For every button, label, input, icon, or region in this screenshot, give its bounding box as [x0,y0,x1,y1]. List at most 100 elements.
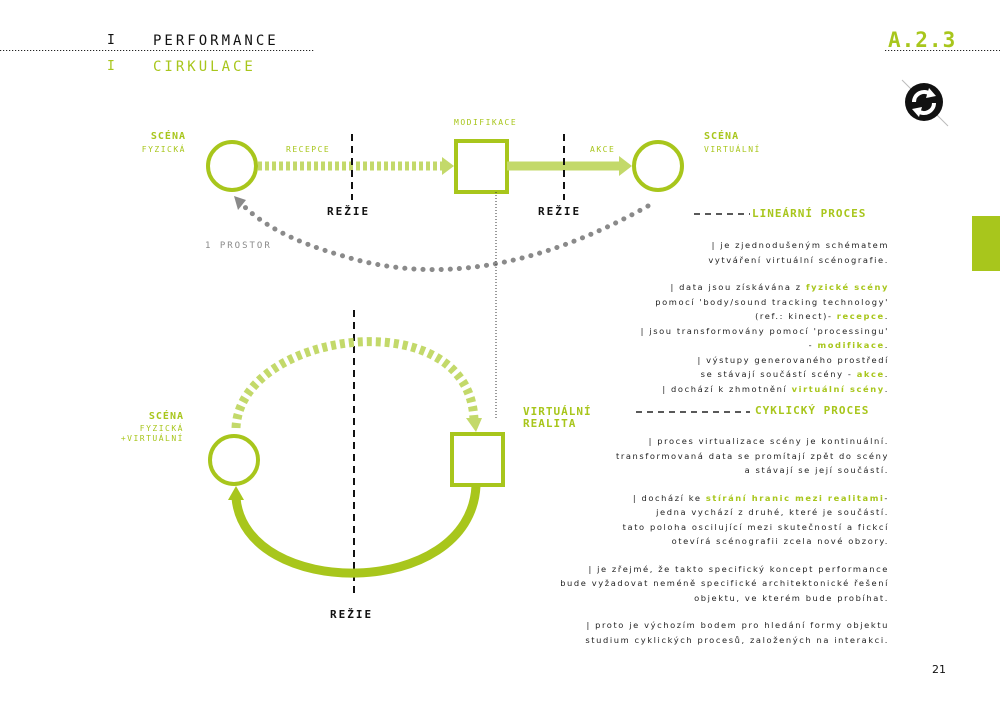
label-scena-bottom-line3: +VIRTUÁLNÍ [120,434,184,443]
label-scena-bottom-line2: FYZICKÁ [139,424,184,433]
label-scena-virtualni-line2: VIRTUÁLNÍ [704,145,761,154]
linear-text: pomocí 'body/sound tracking technology' [655,296,889,307]
linear-text: | data jsou získávána z [670,282,806,292]
cyclic-text: transformovaná data se promítají zpět do… [615,450,889,461]
cyclic-line: a stávají se její součástí. [469,463,889,478]
linear-highlight: recepce [836,311,885,321]
linear-text: se stávají součástí scény - [700,369,857,379]
cyclic-text: objektu, ve kterém bude probíhat. [694,592,889,603]
linear-text: . [884,383,889,394]
cyclic-text: | proto je výchozím bodem pro hledání fo… [586,620,889,630]
label-recepce: RECEPCE [286,145,331,154]
linear-text: . [884,311,889,321]
label-prostor: 1 PROSTOR [205,241,272,251]
section-title-cirkulace: CIRKULACE [153,59,256,75]
return-arc-head [234,196,246,210]
cyclic-text: | dochází ke [632,492,706,503]
node-modifikace [454,139,509,194]
cyclic-process-title: CYKLICKÝ PROCES [755,404,870,417]
linear-text: | dochází k zhmotnění [662,383,792,394]
label-akce: AKCE [590,145,616,154]
linear-line: | data jsou získávána z fyzické scény [529,280,889,295]
page-code: A.2.3 [888,28,957,52]
linear-line: - modifikace. [529,338,889,353]
section-title-performance: PERFORMANCE [153,33,279,49]
cyclic-line: | proces virtualizace scény je kontinuál… [469,434,889,449]
cyclic-process-text: | proces virtualizace scény je kontinuál… [469,434,889,647]
label-modifikace: MODIFIKACE [454,118,518,127]
cyclic-line: | proto je výchozím bodem pro hledání fo… [469,618,889,633]
node-scena-kombinovana [208,434,260,486]
node-virtualni-realita [450,432,505,487]
cyclic-text: otevírá scénografii zcela nové obzory. [671,536,889,546]
cyclic-paragraph: | dochází ke stírání hranic mezi realita… [469,491,889,549]
page-number: 21 [932,663,946,676]
cyclic-line: jedna vychází z druhé, které je součástí… [469,505,889,520]
recycle-icon [901,79,949,127]
linear-process-text: | je zjednodušeným schématem vytváření vi… [529,238,889,396]
cyclic-line: objektu, ve kterém bude probíhat. [469,591,889,606]
linear-text: | jsou transformovány pomocí 'processing… [640,325,889,336]
cyclic-line: bude vyžadovat neméně specifické archite… [469,576,889,591]
node-scena-virtualni [632,140,684,192]
cyclic-paragraph: | je zřejmé, že takto specifický koncept… [469,562,889,606]
linear-process-title: LINEÁRNÍ PROCES [752,207,867,220]
linear-paragraph: | je zjednodušeným schématem vytváření vi… [529,238,889,267]
linear-line: pomocí 'body/sound tracking technology' [529,295,889,310]
linear-line: vytváření virtuální scénografie. [529,253,889,268]
cycle-arc-top [231,337,479,429]
linear-line: (ref.: kinect)- recepce. [529,309,889,324]
cyclic-text: - [884,492,889,503]
node-scena-fyzicka [206,140,258,192]
cyclic-text: studium cyklických procesů, založených n… [585,634,889,645]
linear-line: | je zjednodušeným schématem [529,238,889,253]
linear-text: . [884,369,889,379]
label-scena-fyzicka-line1: SCÉNA [150,131,186,142]
linear-text: - [808,340,818,350]
cycle-arc-bottom-head [228,486,244,500]
arrow-recepce-head [442,157,454,175]
label-scena-bottom-line1: SCÉNA [148,411,184,422]
cyclic-text: tato poloha oscilující mezi skutečností … [622,521,889,532]
cyclic-line: | je zřejmé, že takto specifický koncept… [469,562,889,577]
linear-line: | jsou transformovány pomocí 'processing… [529,324,889,339]
label-scena-virtualni-line1: SCÉNA [704,131,740,142]
linear-text: | výstupy generovaného prostředí [697,354,889,365]
section-tab-marker [972,216,1000,271]
label-virtualni-realita-line2: REALITA [523,417,577,430]
cycle-arc-bottom [231,485,481,578]
cyclic-line: tato poloha oscilující mezi skutečností … [469,520,889,535]
cyclic-line: transformovaná data se promítají zpět do… [469,449,889,464]
label-scena-fyzicka: SCÉNA [132,131,186,142]
linear-text: vytváření virtuální scénografie. [708,254,889,265]
label-virtualni-realita-line1: VIRTUÁLNÍ [523,405,592,418]
cyclic-line: studium cyklických procesů, založených n… [469,633,889,648]
linear-highlight: modifikace [817,340,885,350]
header-mark-1: I [107,33,118,48]
label-scena-fyzicka-line2: FYZICKÁ [141,145,186,154]
cyclic-text: | proces virtualizace scény je kontinuál… [648,436,889,446]
cyclic-paragraph: | proces virtualizace scény je kontinuál… [469,434,889,478]
header-mark-2: I [107,59,118,74]
linear-line: | dochází k zhmotnění virtuální scény. [529,382,889,397]
linear-text: | je zjednodušeným schématem [711,240,889,250]
cyclic-highlight: stírání hranic mezi realitami [705,492,885,503]
cycle-arc-top-head [466,418,482,432]
linear-highlight: akce [856,369,885,379]
linear-line: se stávají součástí scény - akce. [529,367,889,382]
cyclic-paragraph: | proto je výchozím bodem pro hledání fo… [469,618,889,647]
cyclic-line: | dochází ke stírání hranic mezi realita… [469,491,889,506]
cyclic-text: | je zřejmé, že takto specifický koncept… [588,563,889,574]
cyclic-line: otevírá scénografii zcela nové obzory. [469,534,889,549]
label-rezie-right: REŽIE [538,205,582,218]
label-rezie-left: REŽIE [327,205,371,218]
linear-highlight: virtuální scény [791,383,885,394]
cyclic-text: jedna vychází z druhé, které je součástí… [656,507,889,517]
cyclic-text: a stávají se její součástí. [744,465,889,475]
linear-text: . [884,340,889,350]
label-rezie-bottom: REŽIE [330,608,374,621]
linear-line: | výstupy generovaného prostředí [529,353,889,368]
linear-text: (ref.: kinect)- [755,311,837,321]
